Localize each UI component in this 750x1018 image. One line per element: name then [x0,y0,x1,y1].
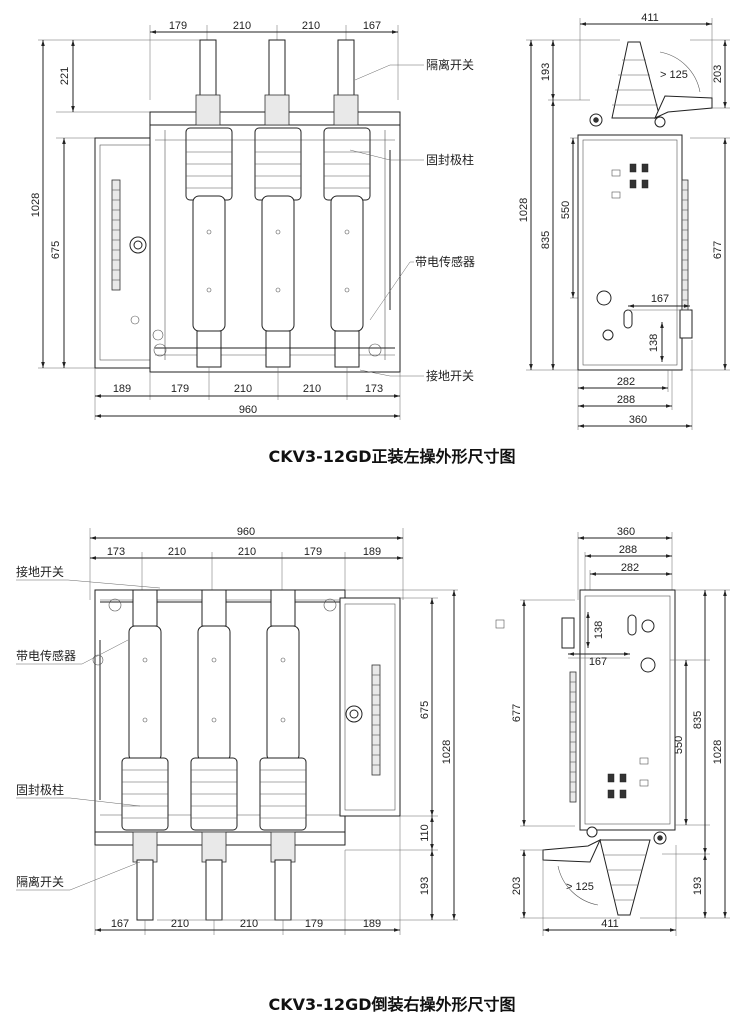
bottom-front-bdim-3: 210 [240,918,258,930]
top-front-total-960: 960 [239,404,257,416]
bottom-side-dim-282: 282 [621,562,639,574]
top-front-pole-2 [254,39,302,368]
title-bottom: CKV3-12GD倒装右操外形尺寸图 [269,995,516,1014]
top-front-dim-675: 675 [50,241,62,259]
bottom-front-dim-1028: 1028 [441,740,453,764]
top-front-bdim-4: 210 [303,383,321,395]
bottom-side-dim-835: 835 [692,711,704,729]
top-front-dim-3: 210 [302,20,320,32]
bottom-side-view: 360 288 282 138 167 > 125 [495,526,730,936]
bottom-front-pole-1 [121,589,169,921]
top-side-dim-138: 138 [648,334,660,352]
top-side-dim-288: 288 [617,394,635,406]
top-side-dim-282: 282 [617,376,635,388]
top-label-earth: 接地开关 [426,368,474,383]
top-front-dim-1: 179 [169,20,187,32]
top-side-dim-411: 411 [641,12,659,24]
top-label-isolator: 隔离开关 [426,57,474,72]
bottom-side-dim-288: 288 [619,544,637,556]
top-front-dim-1028: 1028 [30,193,42,217]
top-front-bdim-1: 189 [113,383,131,395]
bottom-label-sensor: 带电传感器 [16,648,76,663]
top-front-dim-2: 210 [233,20,251,32]
bottom-front-tdim-5: 189 [363,546,381,558]
bottom-side-dim-138: 138 [593,621,605,639]
top-side-dim-360: 360 [629,414,647,426]
top-label-sensor: 带电传感器 [415,254,475,269]
top-side-view: 411 193 1028 835 550 203 677 > 125 [518,12,730,430]
bottom-side-dim-203: 203 [511,877,523,895]
top-front-bdim-3: 210 [234,383,252,395]
bottom-front-dim-675: 675 [419,701,431,719]
top-front-dim-221: 221 [59,67,71,85]
bottom-side-angle: > 125 [566,881,594,893]
bottom-front-dim-193: 193 [419,877,431,895]
bottom-side-dim-193: 193 [692,877,704,895]
top-front-pole-3 [323,39,371,368]
bottom-label-pole: 固封极柱 [16,782,64,797]
bottom-front-bdim-2: 210 [171,918,189,930]
small-square-marker [495,619,505,629]
top-side-angle: > 125 [660,69,688,81]
bottom-front-total-960: 960 [237,526,255,538]
top-side-dim-193: 193 [540,63,552,81]
top-front-pole-1 [185,39,233,368]
bottom-front-bdim-4: 179 [305,918,323,930]
top-label-pole: 固封极柱 [426,152,474,167]
bottom-front-dim-110: 110 [419,824,431,842]
bottom-side-dim-167: 167 [589,656,607,668]
title-top: CKV3-12GD正装左操外形尺寸图 [269,447,516,466]
bottom-side-dim-550: 550 [673,736,685,754]
top-front-dim-4: 167 [363,20,381,32]
bottom-front-bdim-1: 167 [111,918,129,930]
top-side-dim-1028: 1028 [518,198,530,222]
bottom-side-dim-411: 411 [601,918,619,930]
top-side-dim-550: 550 [560,201,572,219]
top-side-dim-677: 677 [712,241,724,259]
bottom-front-tdim-3: 210 [238,546,256,558]
bottom-front-tdim-4: 179 [304,546,322,558]
top-side-dim-167: 167 [651,293,669,305]
top-front-bdim-2: 179 [171,383,189,395]
top-side-dim-203: 203 [712,65,724,83]
bottom-front-pole-2 [190,589,238,921]
bottom-front-bdim-5: 189 [363,918,381,930]
bottom-front-tdim-2: 210 [168,546,186,558]
top-side-dim-835: 835 [540,231,552,249]
top-front-view: 179 210 210 167 221 1028 675 [30,20,475,420]
bottom-label-isolator: 隔离开关 [16,874,64,889]
bottom-side-dim-360: 360 [617,526,635,538]
bottom-front-view: 960 173 210 210 179 189 [16,526,458,935]
bottom-side-dim-1028: 1028 [712,740,724,764]
bottom-front-tdim-1: 173 [107,546,125,558]
bottom-front-pole-3 [259,589,307,921]
top-front-bdim-5: 173 [365,383,383,395]
bottom-label-earth: 接地开关 [16,564,64,579]
bottom-side-dim-677: 677 [511,704,523,722]
